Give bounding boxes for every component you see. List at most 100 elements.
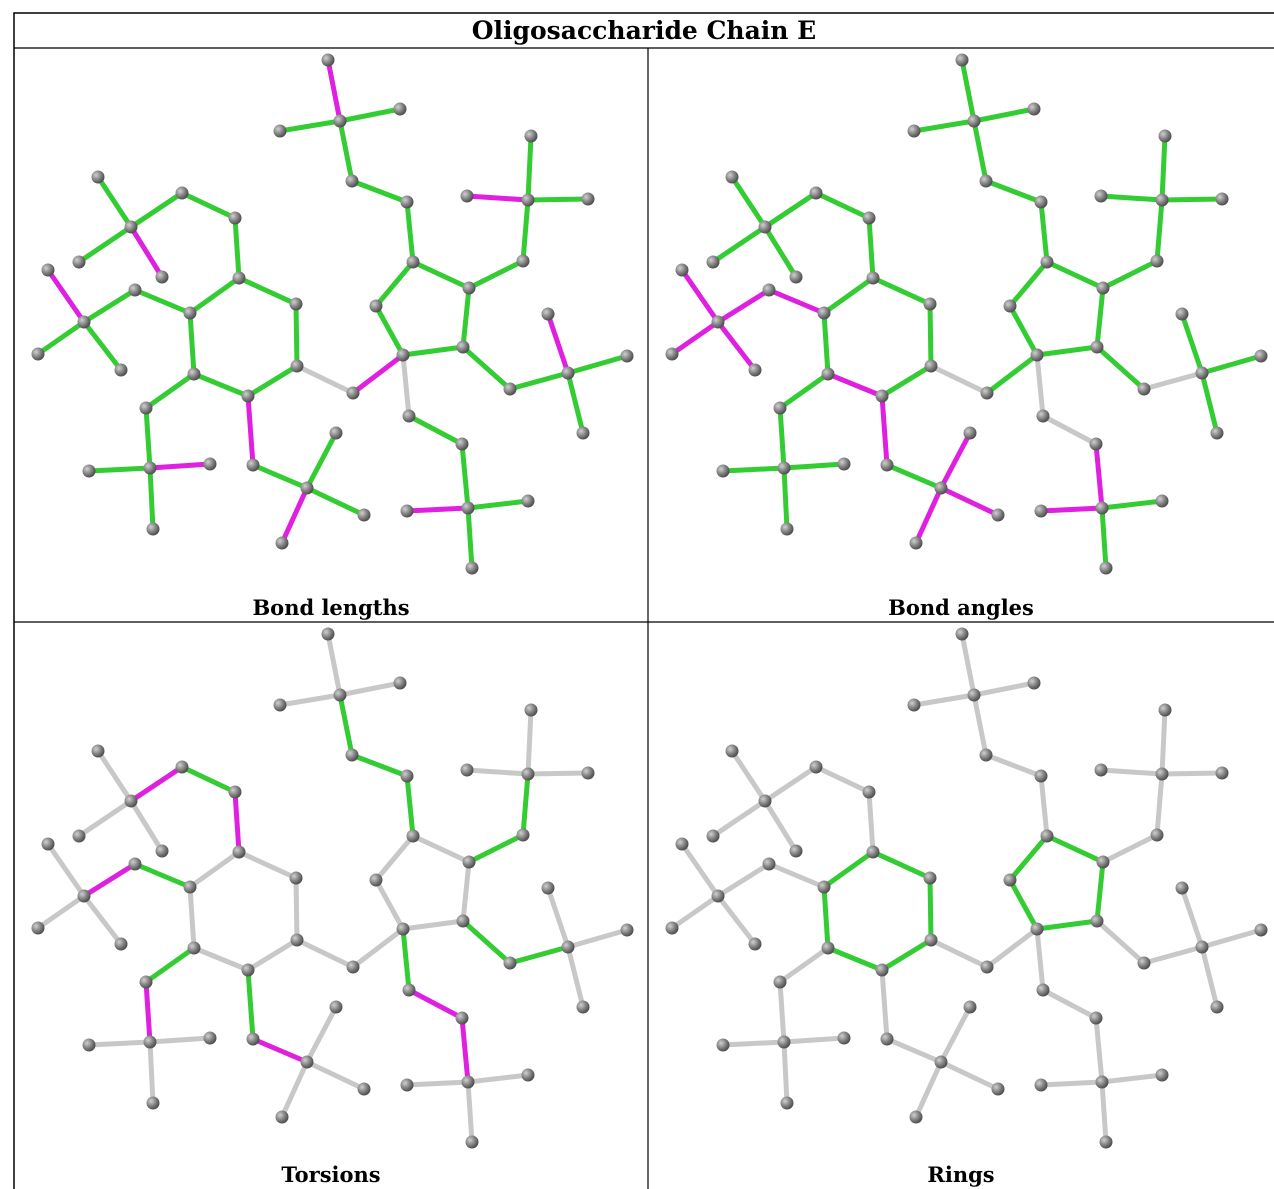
bond — [406, 413, 465, 447]
bond — [1179, 885, 1205, 950]
atom — [967, 114, 981, 128]
bond — [304, 1059, 367, 1092]
atom — [725, 744, 739, 758]
atom — [675, 837, 689, 851]
atom — [461, 501, 475, 515]
bond — [81, 861, 138, 899]
atom — [706, 829, 720, 843]
atom — [128, 857, 142, 871]
bond — [825, 371, 885, 399]
atom — [1099, 561, 1113, 575]
atom — [521, 767, 535, 781]
bond — [1154, 771, 1165, 838]
bond — [86, 465, 153, 474]
atom — [357, 1082, 371, 1096]
bond — [565, 944, 586, 1010]
bond — [1199, 353, 1264, 376]
atom — [345, 748, 359, 762]
bond — [762, 224, 799, 280]
bond — [911, 118, 977, 134]
atom — [1003, 873, 1017, 887]
atom — [462, 855, 476, 869]
atom — [456, 914, 470, 928]
atom — [1089, 1011, 1103, 1025]
panel-bond-lengths — [31, 53, 634, 575]
bond — [147, 465, 156, 532]
bond — [277, 118, 343, 134]
bond — [1034, 926, 1046, 993]
atom — [139, 401, 153, 415]
atom — [777, 1035, 791, 1049]
atom — [203, 457, 217, 471]
bond — [406, 987, 465, 1021]
bond — [879, 393, 890, 468]
bond — [232, 789, 242, 855]
bond — [938, 1059, 1001, 1092]
bond — [465, 505, 475, 571]
bond — [720, 465, 787, 474]
atom — [1034, 1078, 1048, 1092]
atom — [561, 940, 575, 954]
bond — [879, 967, 890, 1042]
atom — [1137, 382, 1151, 396]
atom — [128, 283, 142, 297]
bond — [879, 937, 934, 973]
bond — [983, 752, 1044, 779]
atom — [82, 464, 96, 478]
bond — [777, 945, 831, 985]
atom — [875, 963, 889, 977]
atom — [346, 386, 360, 400]
atom — [675, 263, 689, 277]
bond — [1007, 877, 1040, 932]
atom — [880, 458, 894, 472]
atom — [1094, 763, 1108, 777]
atom — [1254, 349, 1268, 363]
bond — [1141, 944, 1205, 966]
caption-rings: Rings — [927, 1161, 995, 1187]
bond — [1094, 859, 1106, 924]
atom — [41, 263, 55, 277]
atom — [1096, 281, 1110, 295]
atom — [809, 760, 823, 774]
bond — [545, 885, 571, 950]
bond — [1099, 498, 1165, 511]
bond — [1099, 1079, 1109, 1145]
bond — [95, 174, 134, 230]
atom — [809, 186, 823, 200]
atom — [456, 340, 470, 354]
bond — [1141, 370, 1205, 392]
bond — [525, 133, 534, 203]
bond — [1099, 505, 1109, 571]
atom — [241, 389, 255, 403]
atom — [455, 437, 469, 451]
bond — [337, 680, 403, 698]
bond — [404, 1079, 471, 1088]
bond — [191, 945, 251, 973]
bond — [350, 926, 406, 970]
bond — [143, 979, 153, 1045]
atom — [576, 426, 590, 440]
bond — [45, 267, 87, 325]
atom — [780, 522, 794, 536]
bond — [565, 927, 630, 950]
bond — [232, 215, 242, 281]
bond — [245, 363, 300, 399]
bond — [762, 798, 799, 854]
atom — [907, 124, 921, 138]
bond — [1094, 344, 1147, 392]
atom — [124, 220, 138, 234]
bond — [179, 764, 238, 795]
atom — [1254, 923, 1268, 937]
bond — [294, 937, 356, 970]
bond — [507, 944, 571, 966]
atom — [1034, 195, 1048, 209]
atom — [1089, 437, 1103, 451]
atom — [369, 873, 383, 887]
atom — [576, 1000, 590, 1014]
atom — [934, 481, 948, 495]
bond — [679, 841, 721, 899]
atom — [725, 170, 739, 184]
bond — [128, 224, 165, 280]
bond — [729, 748, 768, 804]
atom — [346, 960, 360, 974]
